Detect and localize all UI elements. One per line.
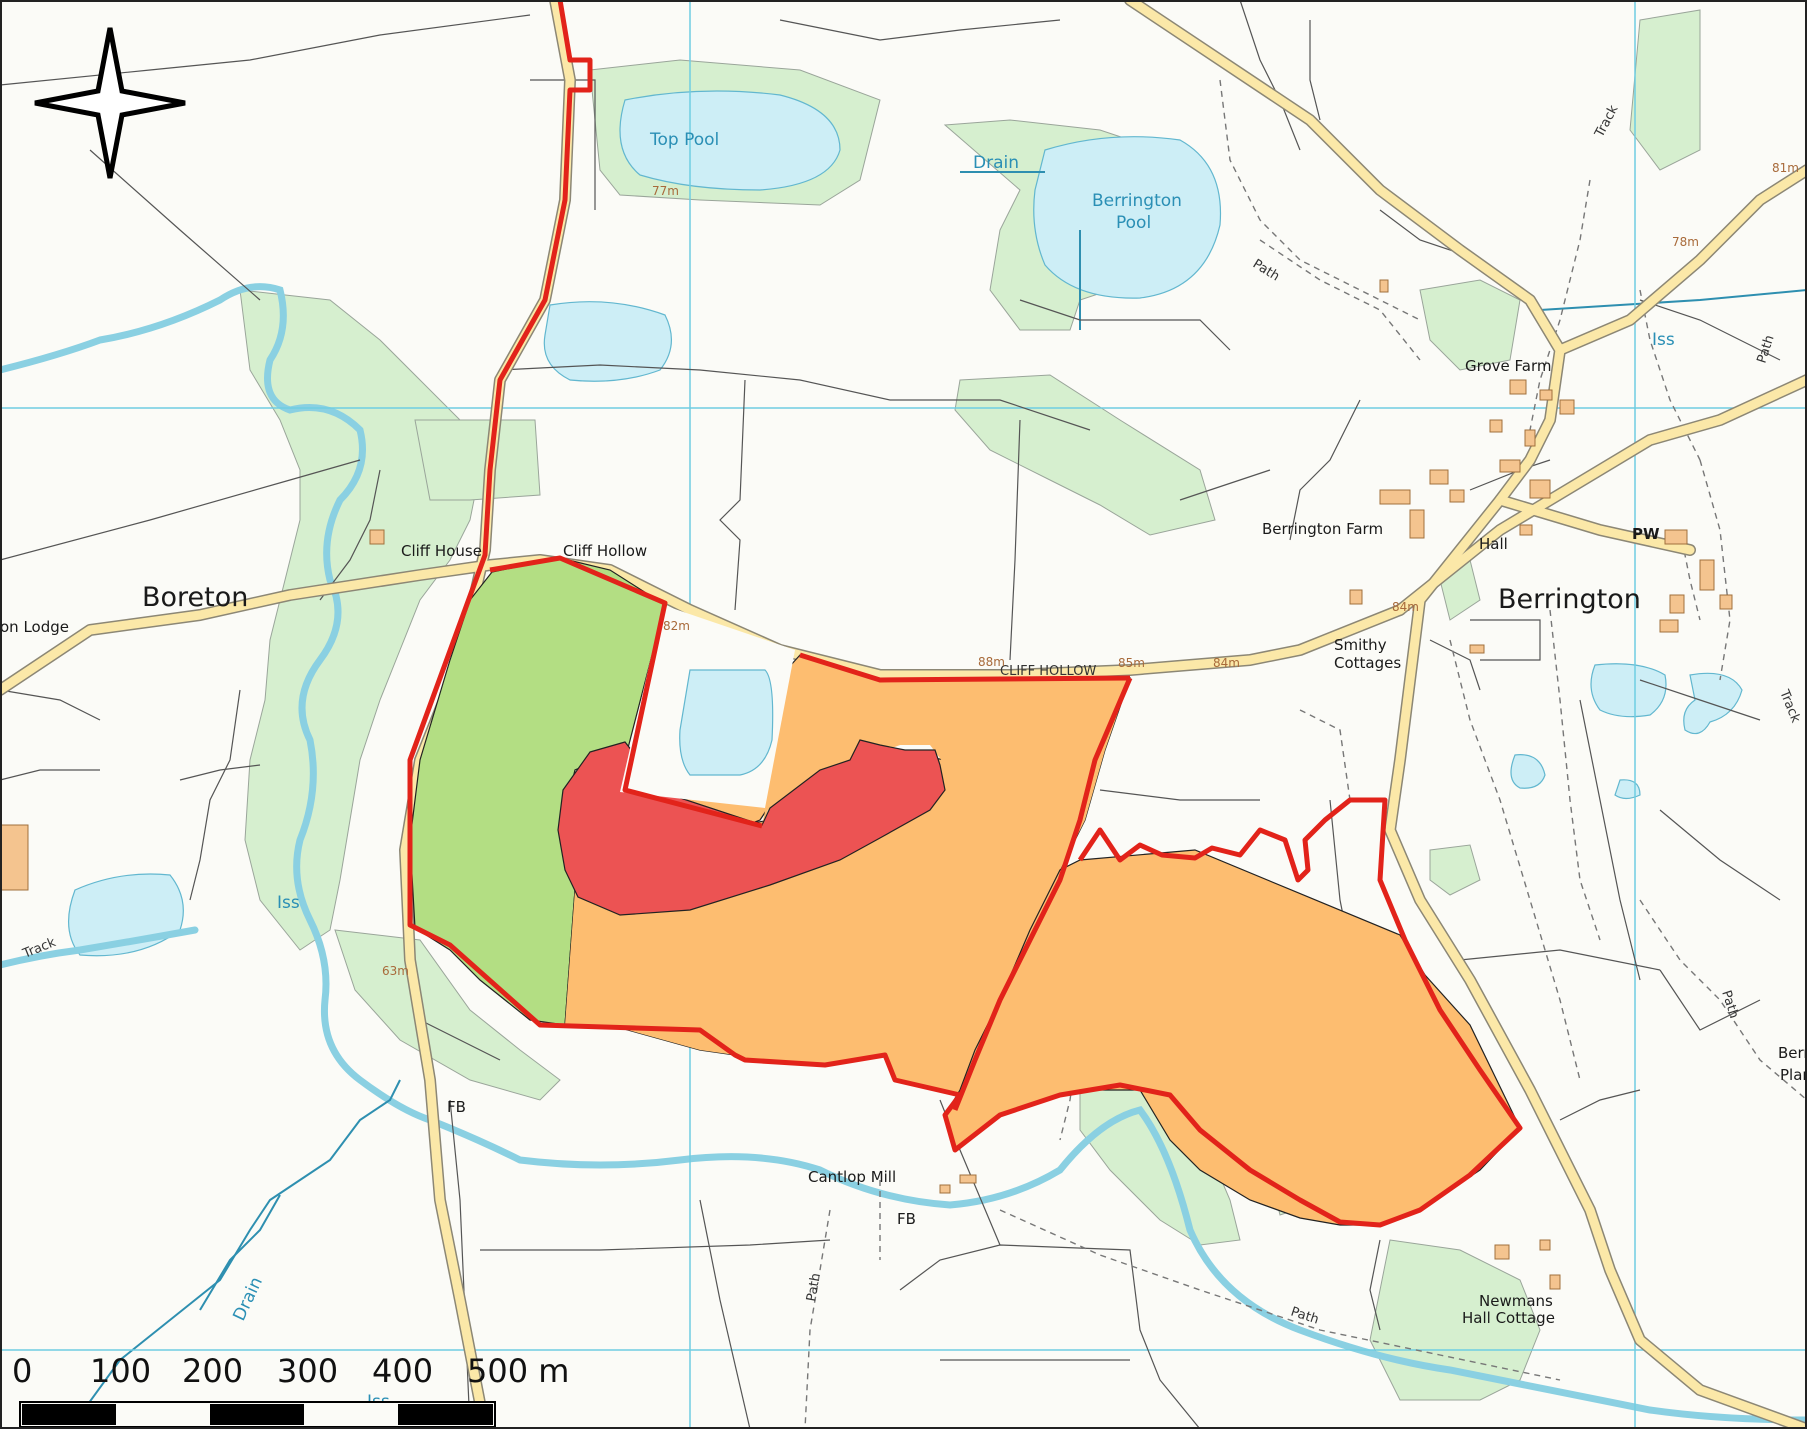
height-label: 84m xyxy=(1213,656,1240,670)
label-cottages: Cottages xyxy=(1334,654,1401,672)
label-berrington-pool-line2: Pool xyxy=(1116,213,1151,233)
label-smithy: Smithy xyxy=(1334,636,1387,654)
scale-bar: 0 100 200 300 400 500 m xyxy=(12,1352,569,1428)
reservoir-exclusion xyxy=(620,605,795,808)
label-berrington-pool-line1: Berrington xyxy=(1092,191,1182,211)
label-cliff-house: Cliff House xyxy=(401,542,482,560)
pond xyxy=(543,301,672,382)
height-label: 78m xyxy=(1672,235,1699,249)
buildings xyxy=(0,279,1733,1290)
top-pool xyxy=(619,90,841,191)
label-cantlop-mill: Cantlop Mill xyxy=(808,1168,896,1186)
label-plan: Plan xyxy=(1780,1066,1807,1084)
label-pw: PW xyxy=(1632,525,1660,543)
label-top-pool: Top Pool xyxy=(649,130,719,150)
scale-tick-500m: 500 m xyxy=(467,1352,569,1390)
site-boundary xyxy=(407,0,1523,1228)
label-berrington: Berrington xyxy=(1498,584,1641,615)
compass-star-icon xyxy=(34,27,186,179)
label-grove-farm: Grove Farm xyxy=(1465,357,1551,375)
label-path-4: Path xyxy=(804,1272,824,1303)
height-label: 88m xyxy=(978,655,1005,669)
label-boreton: Boreton xyxy=(142,582,248,613)
height-label: 82m xyxy=(663,619,690,633)
height-label: 77m xyxy=(652,184,679,198)
label-berrington-farm: Berrington Farm xyxy=(1262,520,1383,538)
scale-tick-100: 100 xyxy=(90,1352,151,1390)
label-hall: Hall xyxy=(1479,535,1508,553)
height-label: 85m xyxy=(1118,656,1145,670)
label-iss-1: Iss xyxy=(277,893,300,913)
scale-tick-200: 200 xyxy=(182,1352,243,1390)
rivers xyxy=(0,283,1807,1424)
scale-tick-0: 0 xyxy=(12,1352,32,1390)
label-hall-cottage: Hall Cottage xyxy=(1462,1309,1555,1327)
drains xyxy=(69,171,1807,1429)
label-iss-2: Iss xyxy=(1652,330,1675,350)
label-cliff-hollow: Cliff Hollow xyxy=(563,542,647,560)
height-label: 63m xyxy=(382,964,409,978)
label-cliff-hollow-road: CLIFF HOLLOW xyxy=(1000,664,1097,679)
zone-orange-main xyxy=(565,655,1130,1095)
label-berr: Berr xyxy=(1778,1044,1807,1062)
label-newmans: Newmans xyxy=(1479,1292,1553,1310)
label-fb-2: FB xyxy=(897,1210,916,1228)
label-drain-top: Drain xyxy=(973,153,1019,173)
height-label: 81m xyxy=(1772,161,1799,175)
scale-tick-400: 400 xyxy=(372,1352,433,1390)
height-label: 84m xyxy=(1392,600,1419,614)
label-lodge: on Lodge xyxy=(0,618,69,636)
scale-tick-300: 300 xyxy=(277,1352,338,1390)
zone-orange-east xyxy=(944,849,1521,1226)
footpaths xyxy=(804,79,1807,1429)
height-labels: 77m 81m 78m 82m 88m 85m 84m 84m 63m xyxy=(382,161,1799,978)
label-fb-1: FB xyxy=(447,1098,466,1116)
